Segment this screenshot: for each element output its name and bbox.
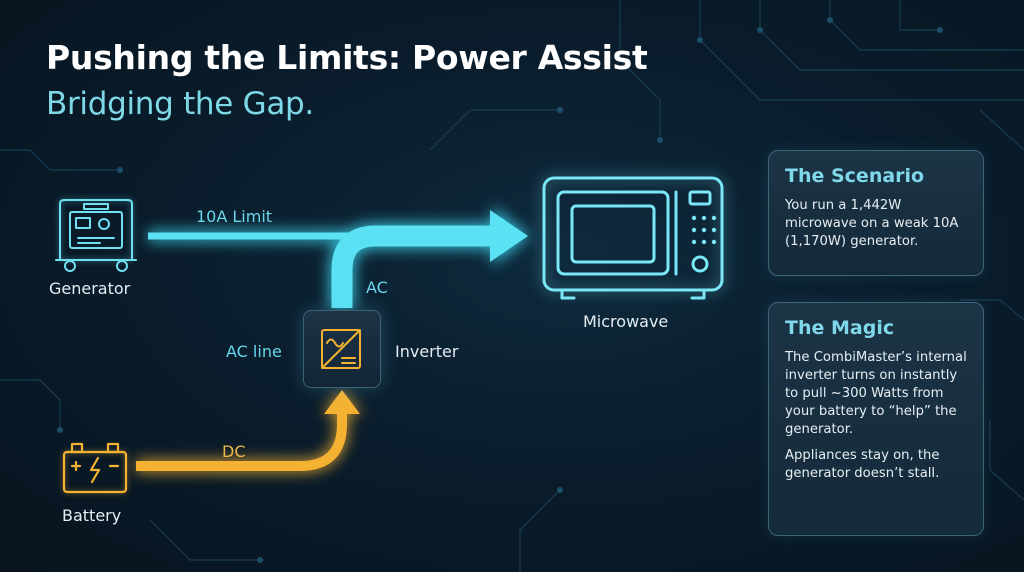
- generator-label: Generator: [49, 279, 131, 298]
- magic-card-body: The CombiMaster’s internal inverter turn…: [785, 350, 967, 437]
- inverter-ac-flow: [331, 225, 494, 308]
- page-subtitle: Bridging the Gap.: [46, 86, 314, 122]
- flow-arrowhead-to-inverter: [324, 390, 360, 414]
- inverter-symbol-icon: [321, 329, 361, 369]
- magic-card-title: The Magic: [785, 317, 895, 339]
- generator-limit-label: 10A Limit: [196, 207, 273, 226]
- microwave-icon: [542, 176, 724, 300]
- ac-label: AC: [366, 278, 388, 297]
- dc-label: DC: [222, 442, 246, 461]
- generator-icon: [55, 199, 137, 272]
- page-title: Pushing the Limits: Power Assist: [46, 38, 648, 77]
- flow-arrowhead-to-microwave: [490, 210, 528, 262]
- battery-label: Battery: [62, 506, 122, 525]
- scenario-card-title: The Scenario: [785, 165, 925, 187]
- battery-dc-flow: [136, 412, 347, 471]
- scenario-card: The Scenario You run a 1,442W microwave …: [768, 150, 984, 276]
- scenario-card-body: You run a 1,442W microwave on a weak 10A…: [785, 198, 959, 249]
- microwave-label: Microwave: [583, 312, 669, 331]
- magic-card-footer: Appliances stay on, the generator doesn’…: [785, 448, 940, 481]
- battery-icon: [62, 442, 128, 494]
- inverter-box: [303, 310, 381, 388]
- inverter-label: Inverter: [395, 342, 459, 361]
- ac-line-label: AC line: [226, 342, 282, 361]
- magic-card: The Magic The CombiMaster’s internal inv…: [768, 302, 984, 536]
